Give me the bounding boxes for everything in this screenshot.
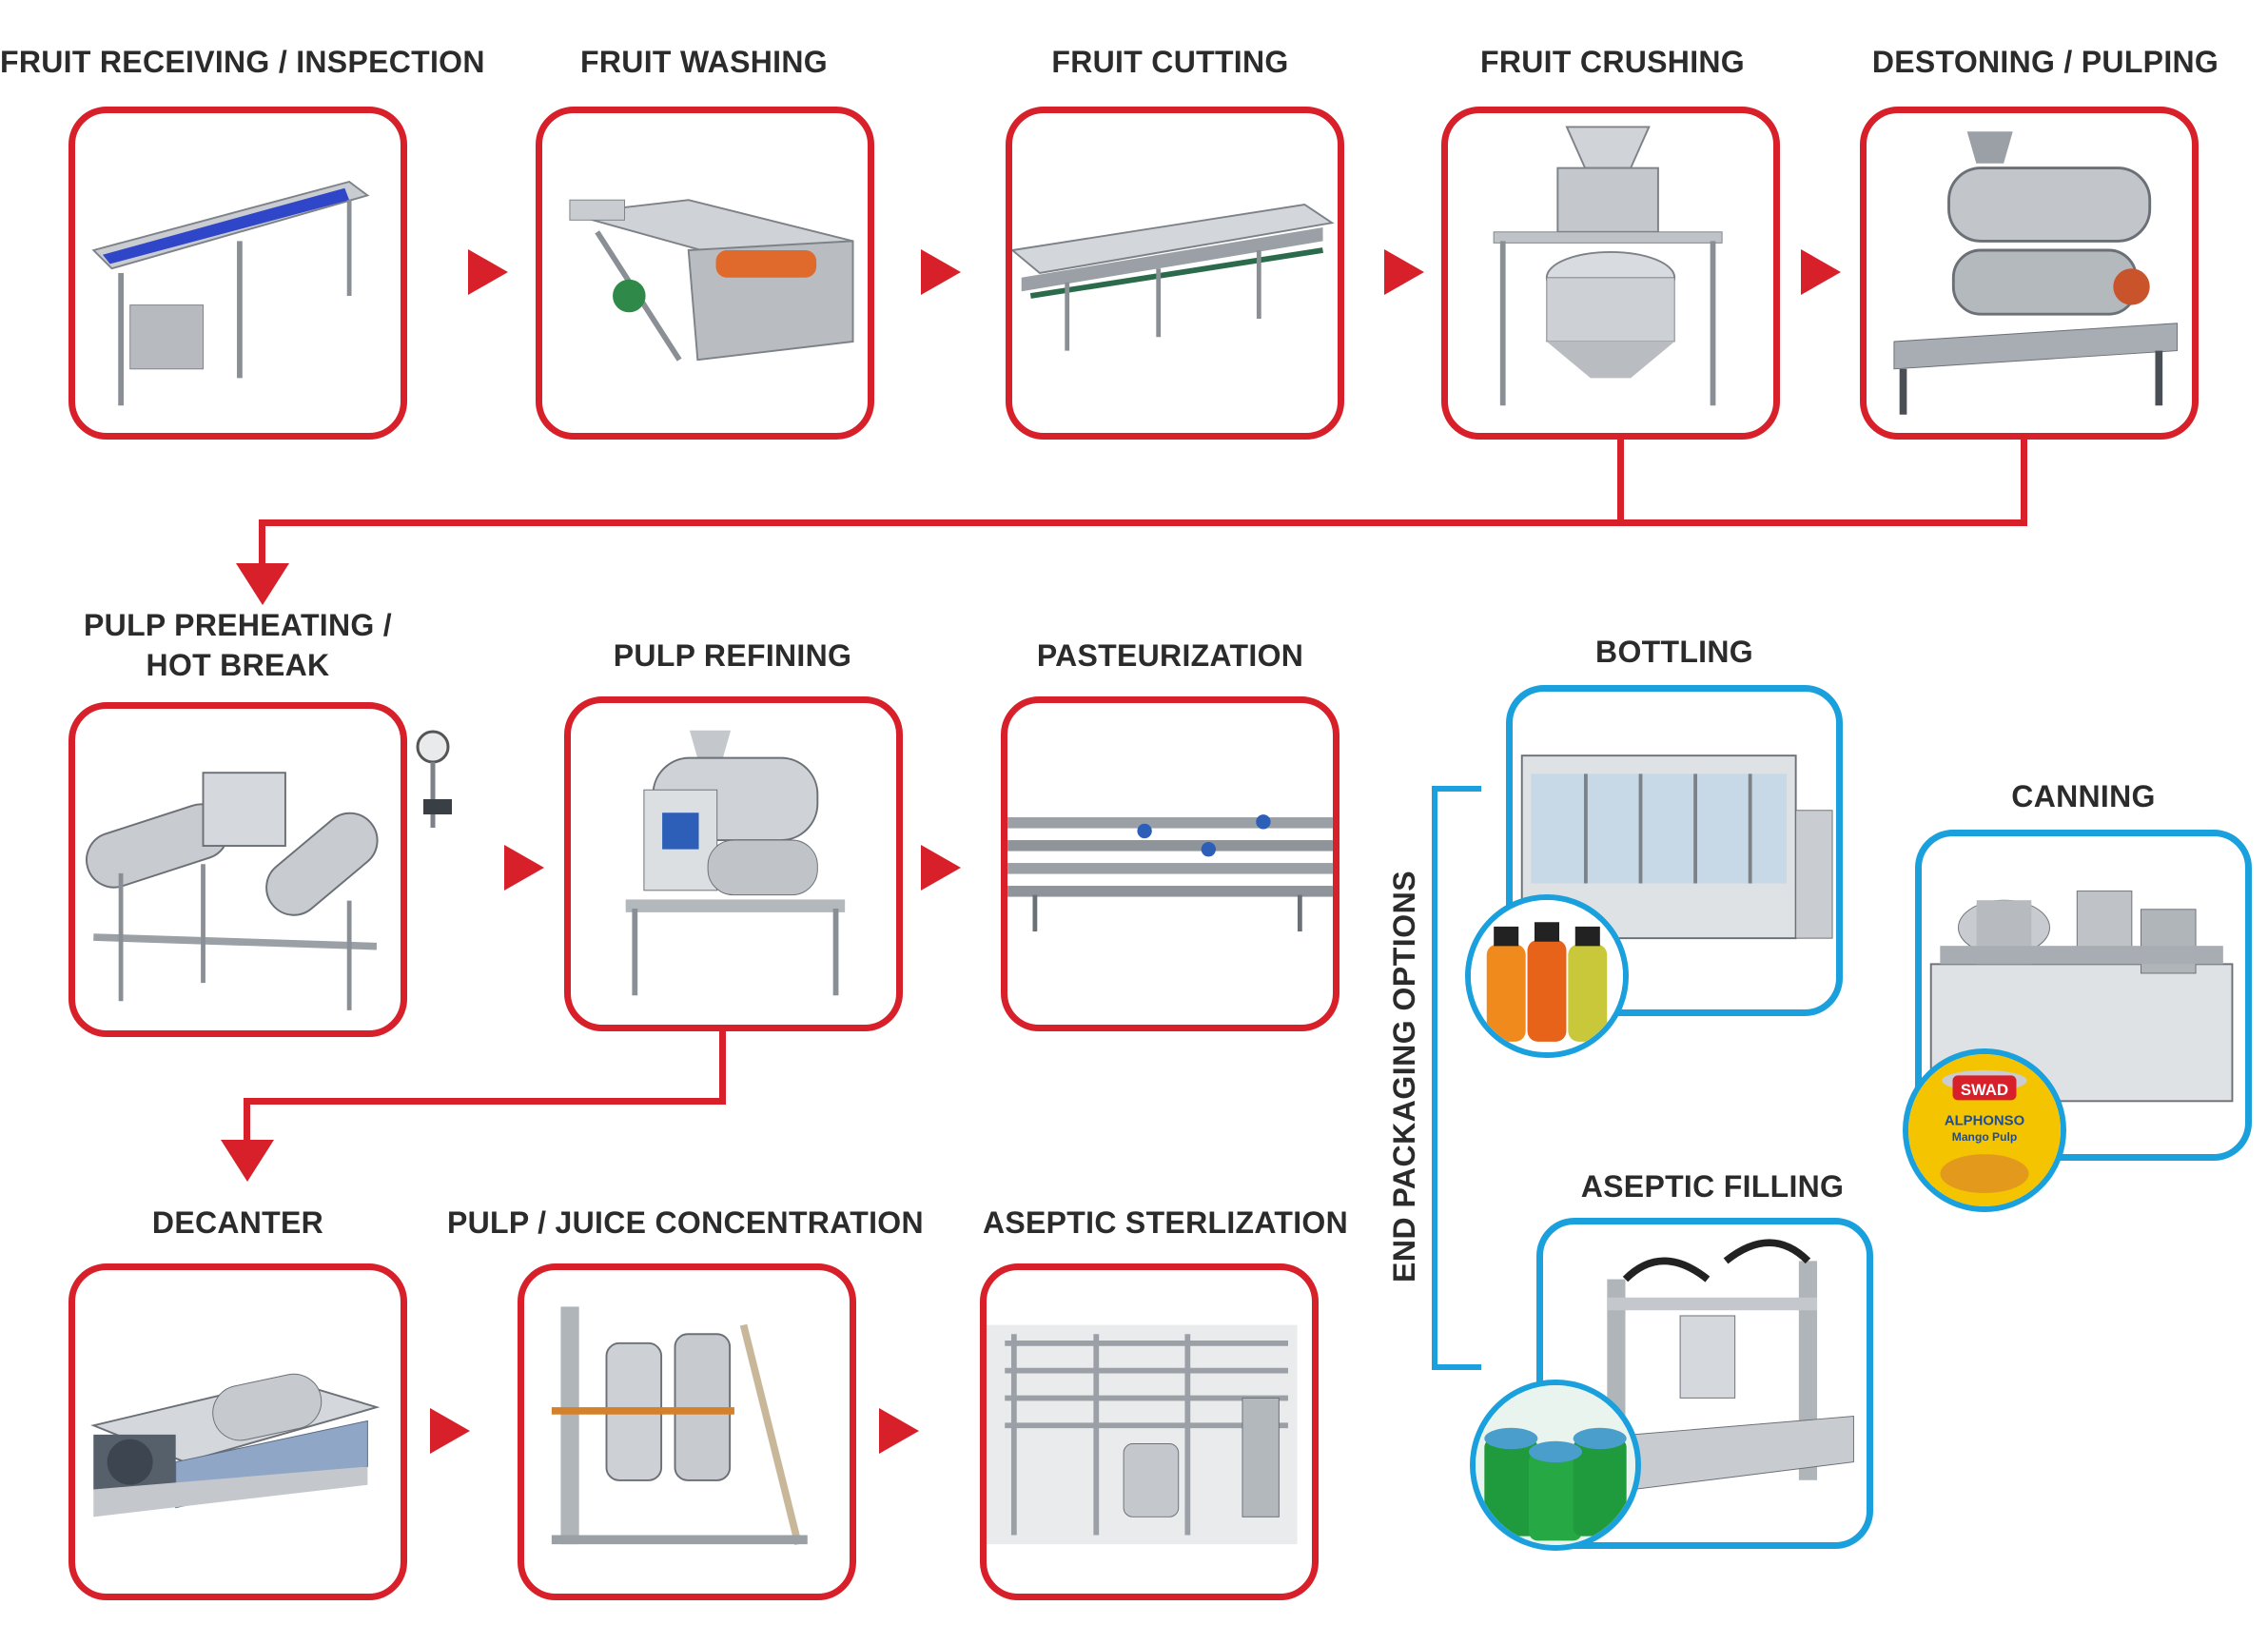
pulper-icon [1893,131,2178,415]
step-label-preheating-2: HOT BREAK [146,648,330,682]
step-label-refining: PULP REFINING [613,638,852,673]
preheater-icon [86,772,379,1010]
flow-arrow-6 [921,845,961,891]
connector-refining-down [719,1031,726,1104]
step-box-receiving [68,107,407,440]
crusher-icon [1493,126,1723,406]
packaging-box-bottling [1506,685,1843,1016]
decanter-icon [90,1373,381,1517]
flow-arrow-down-2 [221,1140,274,1182]
connector-horizontal-1 [259,519,2027,526]
packaging-label-bottling: BOTTLING [1595,635,1753,669]
can-line2: Mango Pulp [1952,1130,2017,1144]
sterilizer-icon [987,1324,1298,1545]
flow-arrow-3 [1384,249,1424,295]
packaging-label-aseptic-filling: ASEPTIC FILLING [1580,1169,1845,1204]
connector-destoning-down [2021,440,2027,525]
step-label-preheating-1: PULP PREHEATING / [84,608,392,642]
cutting-table-icon [1012,203,1335,351]
packaging-title: END PACKAGING OPTIONS [1387,870,1421,1282]
step-box-pasteurization [1001,696,1339,1031]
step-label-cutting: FRUIT CUTTING [1051,45,1289,79]
step-box-aseptic-sterilization [980,1263,1319,1600]
mango-can-badge: SWAD ALPHONSO Mango Pulp [1903,1048,2066,1212]
packaging-bracket-bottom [1432,1364,1481,1370]
flow-arrow-down-1 [236,563,289,605]
conveyor-icon [91,180,370,406]
step-box-preheating [68,702,407,1037]
refiner-icon [625,730,846,996]
evaporator-icon [551,1306,808,1546]
step-box-washing [536,107,874,440]
step-label-aseptic-sterilization: ASEPTIC STERLIZATION [982,1205,1349,1240]
pressure-gauge-icon [416,730,452,828]
aseptic-filler-icon [1607,1239,1854,1490]
packaging-bracket-top [1432,786,1481,792]
step-label-destoning: DESTONING / PULPING [1871,45,2219,79]
step-box-destoning [1860,107,2199,440]
drums-badge [1470,1380,1641,1551]
connector-left-down-2 [244,1098,250,1144]
flow-arrow-8 [879,1408,919,1454]
step-box-decanter [68,1263,407,1600]
green-drums-icon [1476,1385,1635,1545]
can-brand: SWAD [1961,1081,2008,1099]
can-line1: ALPHONSO [1945,1113,2024,1128]
connector-horizontal-2 [244,1098,726,1105]
flow-arrow-1 [468,249,508,295]
step-label-concentration: PULP / JUICE CONCENTRATION [447,1205,924,1240]
connector-crushing-down [1617,440,1624,525]
connector-left-down-1 [259,519,265,567]
step-box-refining [564,696,903,1031]
juice-bottles-icon [1471,900,1623,1052]
washer-icon [569,199,854,362]
packaging-box-canning [1915,830,2252,1161]
step-box-cutting [1006,107,1344,440]
step-box-crushing [1441,107,1780,440]
bottles-badge [1465,894,1629,1058]
flow-arrow-5 [504,845,544,891]
step-label-pasteurization: PASTEURIZATION [1036,638,1304,673]
packaging-bracket-vertical [1432,786,1437,1370]
step-label-decanter: DECANTER [151,1205,324,1240]
flow-arrow-7 [430,1408,470,1454]
step-box-concentration [518,1263,856,1600]
flow-arrow-2 [921,249,961,295]
step-label-washing: FRUIT WASHING [580,45,828,79]
step-label-crushing: FRUIT CRUSHING [1480,45,1745,79]
mango-can-icon: SWAD ALPHONSO Mango Pulp [1908,1054,2061,1206]
packaging-label-canning: CANNING [2011,779,2156,813]
pasteurizer-icon [1007,814,1333,932]
step-label-receiving: FRUIT RECEIVING / INSPECTION [0,45,485,79]
flow-arrow-4 [1801,249,1841,295]
